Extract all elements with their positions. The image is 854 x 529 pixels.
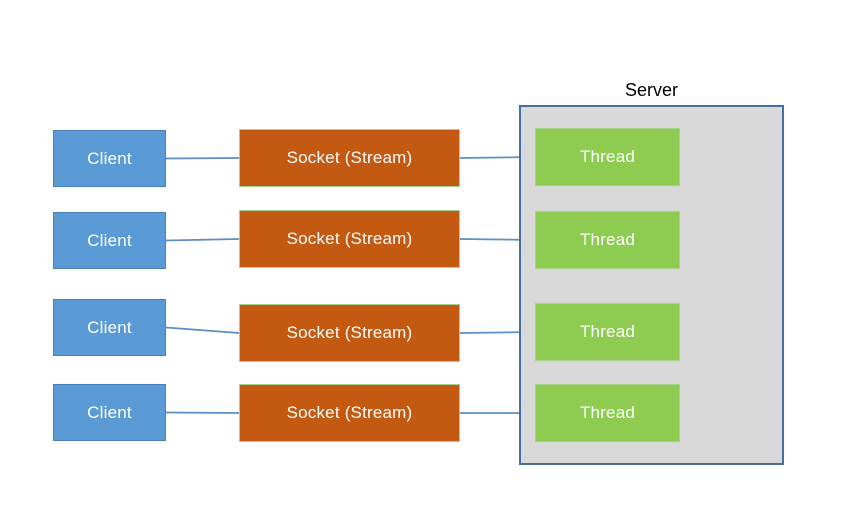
socket-box-2: Socket (Stream)	[239, 210, 460, 268]
thread-box-4: Thread	[535, 384, 680, 442]
client-box-3: Client	[53, 299, 166, 356]
connector-client-socket-1	[165, 157, 240, 160]
connector-client-socket-2	[165, 238, 240, 242]
client-box-2: Client	[53, 212, 166, 269]
client-box-4: Client	[53, 384, 166, 441]
thread-box-1: Thread	[535, 128, 680, 186]
connector-client-socket-3	[165, 326, 240, 334]
socket-box-3: Socket (Stream)	[239, 304, 460, 362]
thread-box-3: Thread	[535, 303, 680, 361]
socket-box-1: Socket (Stream)	[239, 129, 460, 187]
socket-box-4: Socket (Stream)	[239, 384, 460, 442]
connector-client-socket-4	[165, 411, 240, 414]
client-box-1: Client	[53, 130, 166, 187]
thread-box-2: Thread	[535, 211, 680, 269]
server-label: Server	[624, 79, 678, 100]
